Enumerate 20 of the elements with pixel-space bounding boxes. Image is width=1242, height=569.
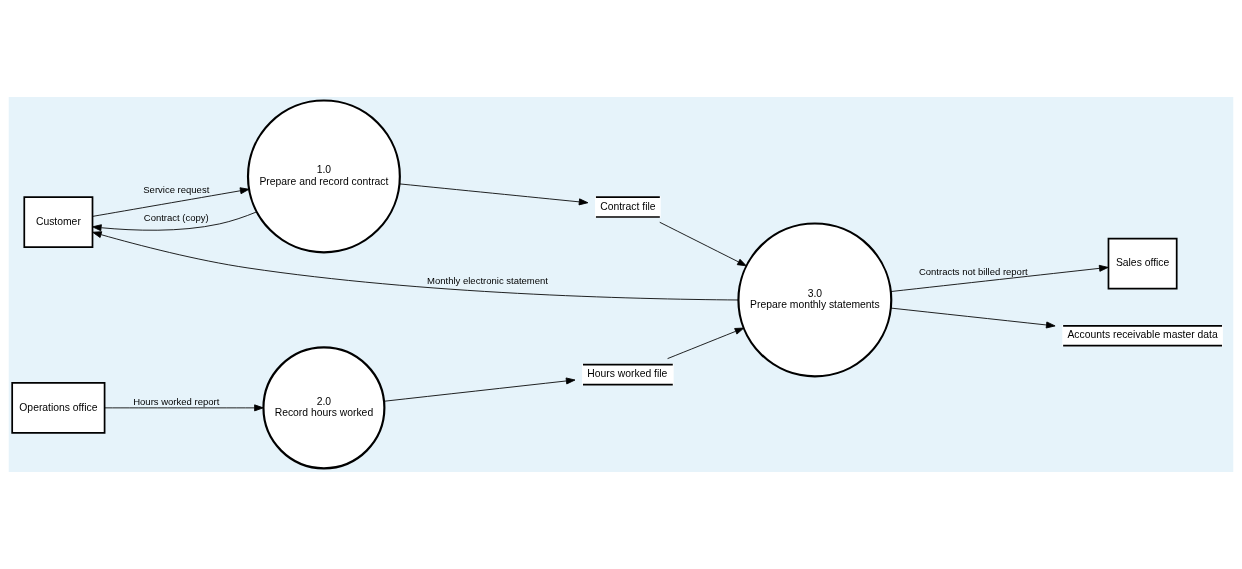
- arrow: [399, 183, 589, 206]
- arrow: [667, 327, 745, 360]
- arrow: [92, 187, 250, 217]
- arrow: [104, 404, 264, 412]
- edge-label: Monthly electronic statement: [427, 275, 548, 287]
- edge-label: Contracts not billed report: [918, 265, 1028, 277]
- edge-label: Hours worked report: [133, 396, 220, 408]
- edge-label: Contract (copy): [143, 212, 209, 224]
- node-circle: 1.0 Prepare and record contract: [246, 99, 401, 254]
- arrow: [92, 211, 257, 232]
- edge-label: Service request: [143, 183, 210, 195]
- arrow: [659, 221, 747, 267]
- arrow: [384, 377, 576, 402]
- node-box: Operations office: [11, 381, 106, 434]
- arrow: [92, 231, 739, 301]
- node-circle: 2.0 Record hours worked: [262, 346, 386, 470]
- arrow: [890, 264, 1109, 292]
- arrow: [890, 307, 1056, 329]
- node-box: Customer: [23, 196, 94, 249]
- node-box: Sales office: [1107, 237, 1178, 290]
